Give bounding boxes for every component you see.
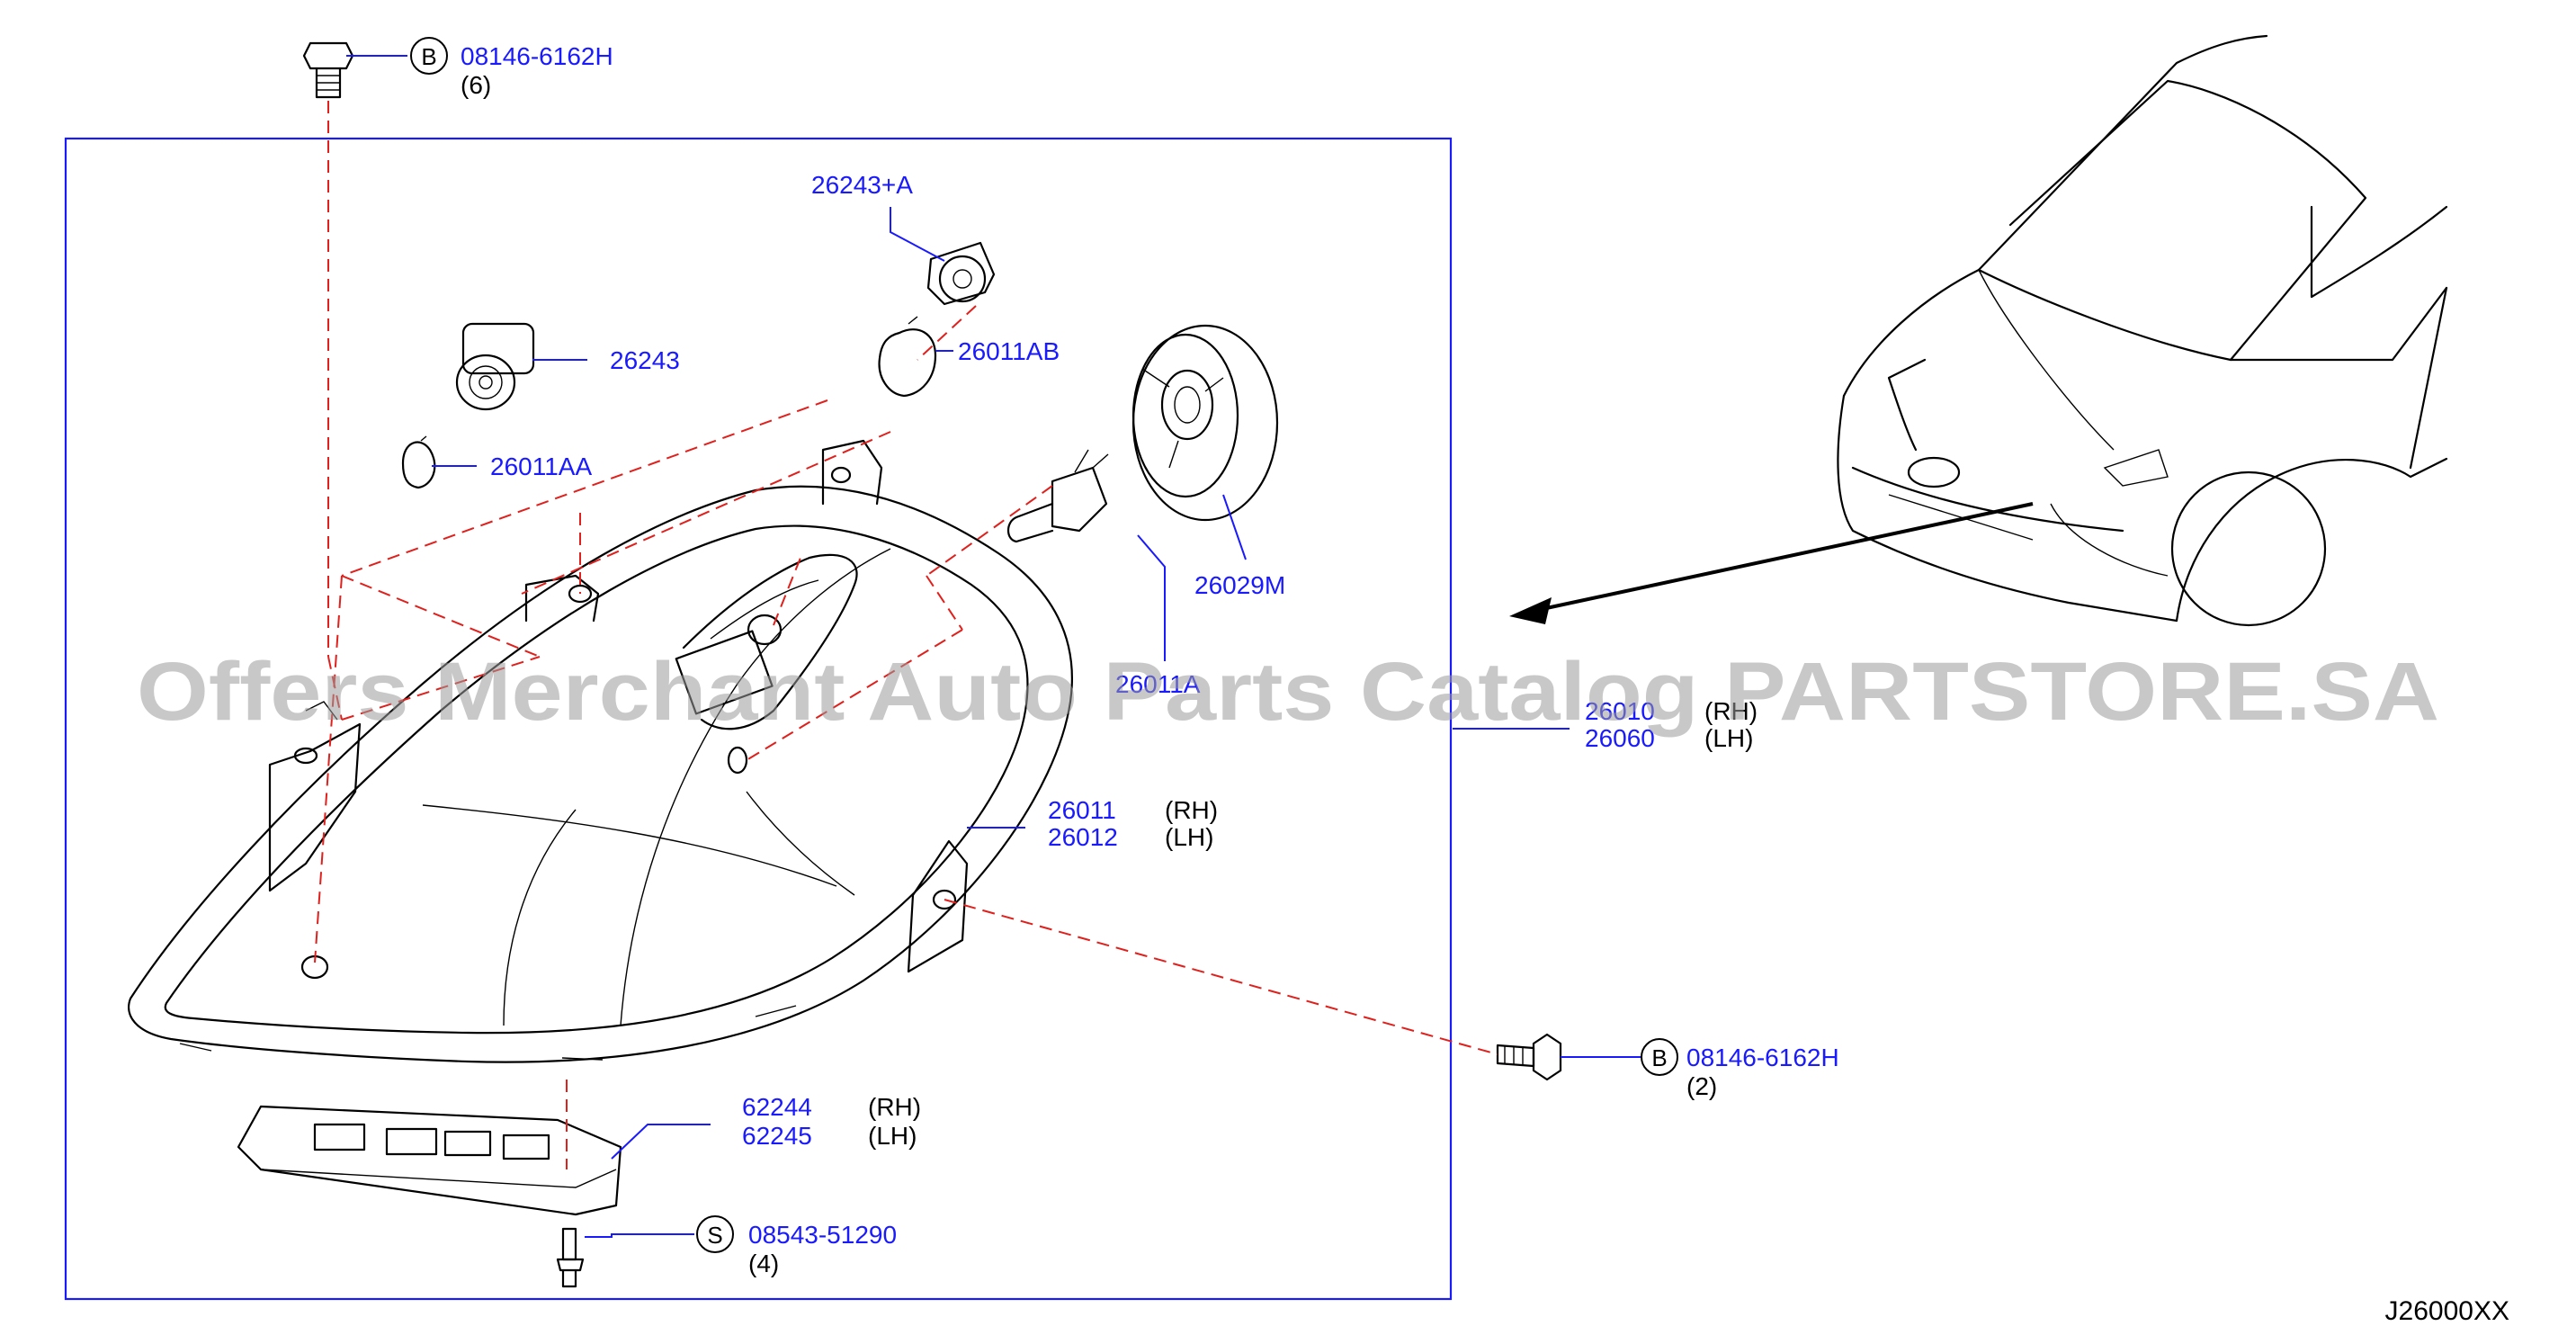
bracket-drawing <box>237 1105 622 1216</box>
bulb-26011ab-drawing <box>878 316 937 398</box>
label-bracket-rh[interactable]: 62244 <box>742 1093 812 1121</box>
screw-bottom-drawing <box>556 1227 585 1288</box>
label-socket-side[interactable]: 26243 <box>610 346 680 374</box>
label-lamp-lh[interactable]: 26012 <box>1048 823 1118 851</box>
cap-26029m-drawing <box>1131 324 1279 522</box>
bolt-top-quantity: (6) <box>461 71 491 99</box>
callout-circle-top <box>410 37 448 75</box>
assembly-frame <box>64 137 1453 1301</box>
label-assembly-rh-side: (RH) <box>1704 697 1758 725</box>
car-drawing <box>1837 34 2448 627</box>
bolt-right-part-number[interactable]: 08146-6162H <box>1686 1044 1839 1071</box>
label-bracket-lh[interactable]: 62245 <box>742 1122 812 1150</box>
bolt-top-drawing <box>302 41 354 99</box>
socket-26243-drawing <box>455 322 535 411</box>
watermark-text: Offers Merchant Auto Parts Catalog PARTS… <box>137 646 2439 738</box>
bulb-26011aa-drawing <box>401 435 436 489</box>
callout-circle-right <box>1641 1038 1678 1076</box>
label-bulb-aa[interactable]: 26011AA <box>490 452 592 480</box>
callout-circle-bottom <box>696 1215 734 1253</box>
label-lamp-lh-side: (LH) <box>1165 823 1213 851</box>
leader-lines <box>346 55 1641 1238</box>
headlamp-housing-drawing <box>128 439 1073 1063</box>
bolt-top-part-number[interactable]: 08146-6162H <box>461 42 613 70</box>
bulb-h4-drawing <box>1006 449 1109 543</box>
label-bulb-ab[interactable]: 26011AB <box>958 337 1060 365</box>
direction-arrow <box>1537 502 2034 612</box>
screw-bottom-quantity: (4) <box>748 1250 779 1277</box>
label-bracket-rh-side: (RH) <box>868 1093 921 1121</box>
label-assembly-rh[interactable]: 26010 <box>1585 697 1655 725</box>
label-cap[interactable]: 26029M <box>1194 571 1285 599</box>
callout-letter-bottom: S <box>707 1222 722 1249</box>
arrow-head <box>1509 597 1552 624</box>
callout-letter-right: B <box>1651 1044 1667 1071</box>
label-socket-top[interactable]: 26243+A <box>811 171 913 199</box>
label-lamp-rh[interactable]: 26011 <box>1048 796 1116 824</box>
screw-bottom-part-number[interactable]: 08543-51290 <box>748 1221 897 1249</box>
alignment-lines <box>314 101 1498 1169</box>
label-bracket-lh-side: (LH) <box>868 1122 917 1150</box>
label-lamp-rh-side: (RH) <box>1165 796 1218 824</box>
bolt-right-drawing <box>1496 1033 1562 1081</box>
callout-letter-top: B <box>421 43 436 70</box>
socket-26243a-drawing <box>926 241 996 306</box>
bolt-right-quantity: (2) <box>1686 1072 1717 1100</box>
label-assembly-lh-side: (LH) <box>1704 724 1753 752</box>
label-bulb-h[interactable]: 26011A <box>1115 670 1201 698</box>
diagram-code: J26000XX <box>2385 1296 2509 1326</box>
label-assembly-lh[interactable]: 26060 <box>1585 724 1655 752</box>
